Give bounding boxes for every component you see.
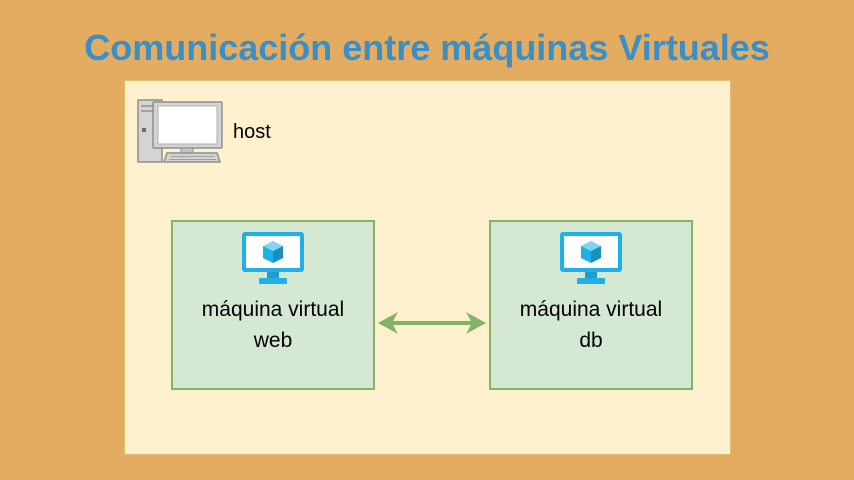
diagram-title: Comunicación entre máquinas Virtuales [84, 27, 770, 68]
vm-web-label-line1: máquina virtual [201, 298, 345, 321]
vm-db-label-line2: db [579, 329, 603, 352]
virtual-machine-monitor-icon [242, 232, 304, 284]
vm-db-label: máquina virtual db [491, 294, 691, 356]
vm-web-label: máquina virtual web [173, 294, 373, 356]
desktop-computer-icon [137, 99, 223, 163]
vm-web-label-line2: web [253, 329, 293, 352]
vm-db-node: máquina virtual db [489, 220, 693, 390]
host-label: host [233, 121, 271, 143]
vm-web-node: máquina virtual web [171, 220, 375, 390]
bidirectional-arrow [378, 312, 486, 334]
virtual-machine-monitor-icon [560, 232, 622, 284]
vm-db-label-line1: máquina virtual [519, 298, 663, 321]
